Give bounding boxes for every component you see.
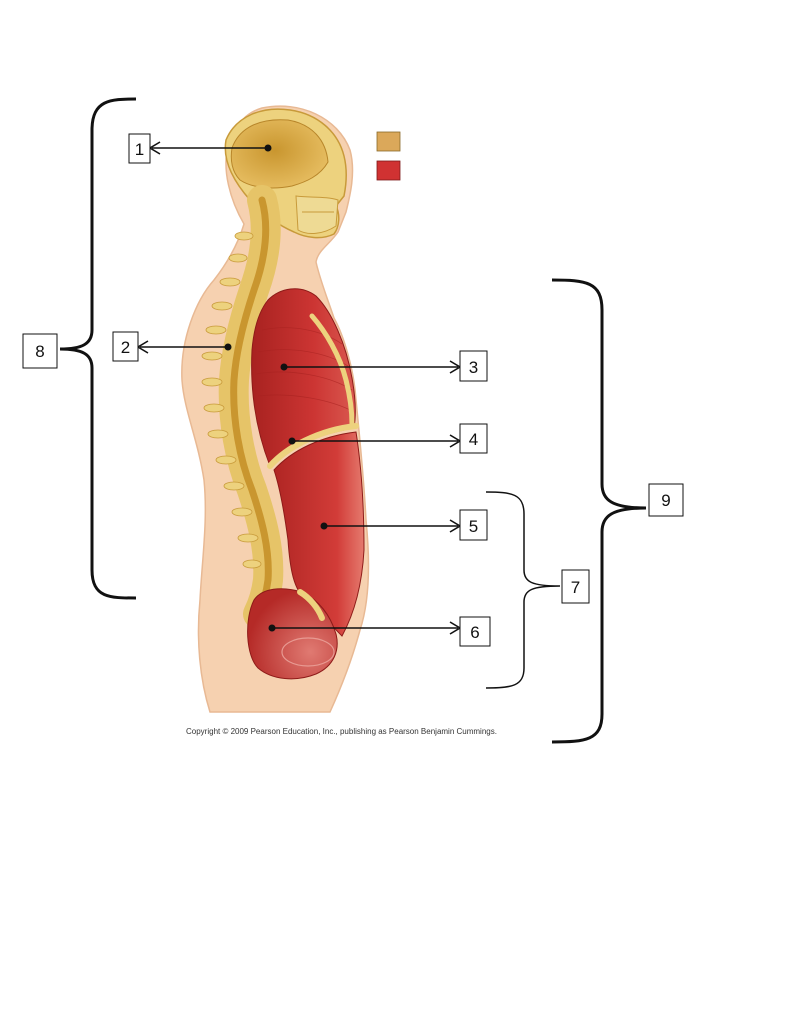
- bracket-8: [59, 97, 137, 600]
- label-box-1: 1: [128, 133, 151, 164]
- label-box-6: 6: [459, 616, 491, 647]
- label-box-8: 8: [22, 333, 58, 369]
- label-1-text: 1: [135, 140, 144, 159]
- abdominal-cavity: [273, 431, 365, 637]
- label-box-3: 3: [459, 350, 488, 382]
- label-3-text: 3: [469, 358, 478, 377]
- label-box-9: 9: [648, 483, 684, 517]
- label-8-text: 8: [35, 342, 44, 361]
- sacrum: [297, 589, 325, 621]
- label-2-text: 2: [121, 338, 130, 357]
- bladder-outline: [281, 637, 335, 667]
- pointer-4: [288, 434, 462, 448]
- label-5-text: 5: [469, 517, 478, 536]
- label-box-7: 7: [561, 569, 590, 604]
- legend-swatch-ventral: [376, 160, 401, 181]
- label-box-4: 4: [459, 423, 488, 454]
- sternum: [309, 313, 355, 427]
- cranial-cavity: [230, 119, 329, 189]
- label-box-5: 5: [459, 509, 488, 541]
- label-6-text: 6: [470, 623, 479, 642]
- vertebral-canal: [230, 196, 272, 618]
- copyright-text: Copyright © 2009 Pearson Education, Inc.…: [186, 727, 497, 736]
- bracket-7: [485, 491, 561, 689]
- label-7-text: 7: [571, 578, 580, 597]
- label-4-text: 4: [469, 430, 478, 449]
- legend-swatch-dorsal: [376, 131, 401, 152]
- bracket-9: [551, 278, 647, 744]
- label-box-2: 2: [112, 331, 139, 362]
- pointer-6: [268, 621, 462, 635]
- label-9-text: 9: [661, 491, 670, 510]
- jaw: [295, 195, 339, 234]
- spinous-processes: [201, 231, 262, 569]
